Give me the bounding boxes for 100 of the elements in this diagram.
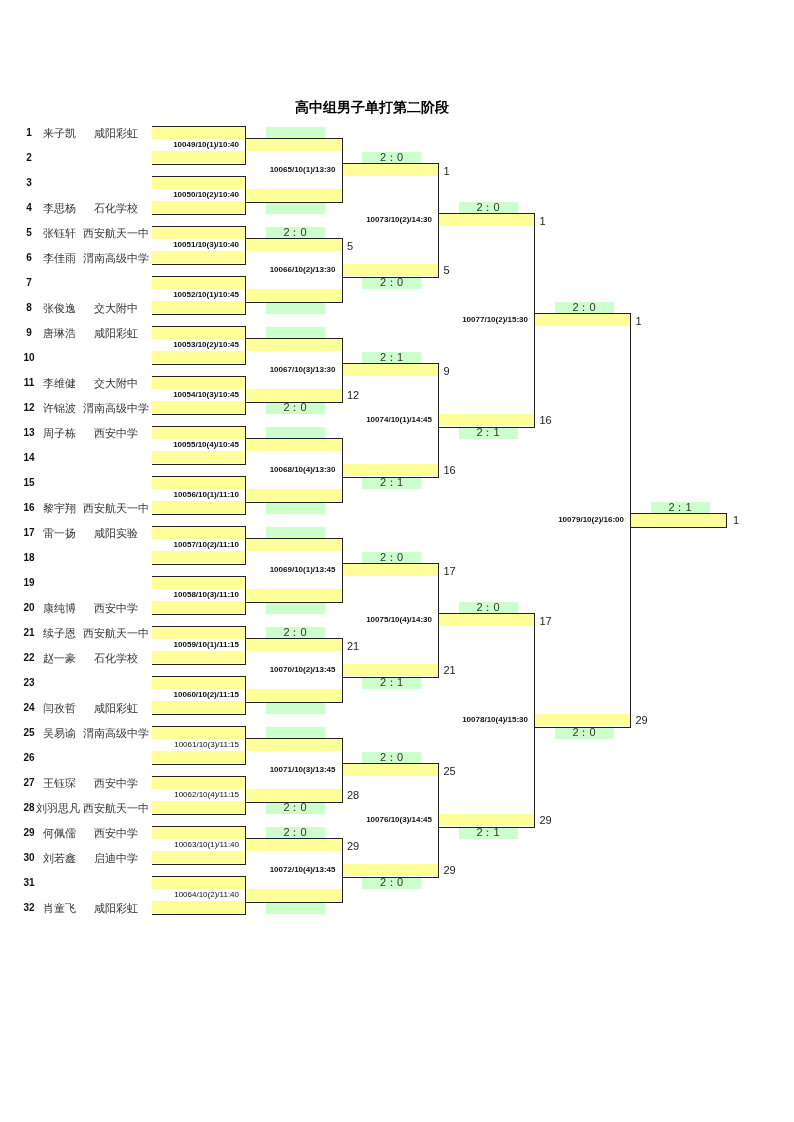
match-bracket — [342, 563, 439, 678]
match-code: 10074/10(1)/14:45 — [366, 416, 432, 425]
seed-number: 12 — [23, 402, 35, 413]
slot-bar — [439, 413, 534, 426]
slot-bar — [152, 451, 245, 463]
match-code: 10058/10(3)/11:10 — [173, 591, 239, 600]
slot-bar — [246, 288, 341, 301]
slot-bar — [152, 651, 245, 663]
match-code: 10049/10(1)/10:40 — [173, 141, 239, 150]
slot-bar — [342, 164, 438, 176]
school-name: 咸阳彩虹 — [93, 902, 138, 914]
match-code: 10053/10(2)/10:45 — [173, 341, 239, 350]
slot-bar — [152, 301, 245, 313]
score-box: 2：0 — [362, 752, 421, 764]
match-bracket — [152, 475, 246, 515]
slot-bar — [342, 863, 438, 876]
match-code: 10059/10(1)/11:15 — [173, 641, 239, 650]
match-bracket — [342, 163, 439, 278]
school-name: 西安中学 — [93, 827, 138, 839]
slot-bar — [246, 388, 341, 401]
slot-bar — [246, 539, 341, 551]
seed-number: 21 — [23, 627, 35, 638]
match-bracket — [152, 275, 246, 315]
player-name: 刘若鑫 — [43, 852, 76, 864]
slot-bar — [152, 201, 245, 213]
match-bracket — [152, 175, 246, 215]
winner-number: 1 — [733, 514, 740, 526]
match-bracket — [246, 638, 343, 703]
player-name: 王钰琛 — [43, 777, 76, 789]
score-box: 2：0 — [362, 552, 421, 564]
match-code: 10060/10(2)/11:15 — [173, 691, 239, 700]
slot-bar — [152, 826, 245, 839]
school-name: 西安中学 — [93, 427, 138, 439]
score-box — [265, 527, 325, 539]
score-box — [265, 727, 325, 739]
match-code: 10057/10(2)/11:10 — [173, 541, 239, 550]
winner-number: 1 — [635, 315, 642, 326]
score-box: 2：0 — [265, 802, 325, 814]
score-box — [265, 602, 325, 614]
winner-number: 29 — [539, 814, 552, 826]
seed-number: 20 — [23, 602, 35, 613]
seed-number: 3 — [26, 177, 32, 188]
title: 高中组男子单打第二阶段 — [295, 100, 449, 114]
seed-number: 24 — [23, 702, 35, 713]
match-bracket — [152, 575, 246, 615]
seed-number: 13 — [23, 427, 35, 438]
score-box: 2：1 — [458, 827, 518, 839]
slot-bar — [246, 439, 341, 451]
match-bracket — [152, 625, 246, 665]
match-bracket — [152, 425, 246, 465]
slot-bar — [152, 676, 245, 689]
match-code: 10078/10(4)/15:30 — [462, 716, 528, 725]
school-name: 西安航天一中 — [82, 227, 149, 239]
seed-number: 4 — [26, 202, 32, 213]
player-name: 闫孜哲 — [43, 702, 76, 714]
slot-bar — [152, 576, 245, 589]
school-name: 西安中学 — [93, 602, 138, 614]
seed-number: 26 — [23, 752, 35, 763]
school-name: 石化学校 — [93, 652, 138, 664]
match-bracket — [246, 338, 343, 403]
winner-number: 16 — [539, 414, 552, 426]
match-code: 10071/10(3)/13:45 — [269, 766, 336, 775]
slot-bar — [342, 463, 438, 476]
player-name: 许锦波 — [43, 402, 76, 414]
match-code: 10064/10(2)/11:40 — [174, 891, 239, 900]
seed-number: 25 — [23, 727, 35, 738]
slot-bar — [152, 751, 245, 763]
player-name: 何佩儒 — [43, 827, 76, 839]
match-bracket — [152, 775, 246, 815]
seed-number: 14 — [23, 452, 35, 463]
match-code: 10073/10(2)/14:30 — [366, 216, 432, 225]
seed-number: 27 — [23, 777, 35, 788]
winner-number: 29 — [635, 714, 648, 726]
seed-number: 7 — [26, 277, 32, 288]
match-bracket — [439, 213, 535, 428]
match-code: 10050/10(2)/10:40 — [173, 191, 239, 200]
slot-bar — [629, 513, 727, 528]
winner-number: 21 — [443, 664, 456, 676]
slot-bar — [342, 764, 438, 776]
score-box — [265, 202, 325, 214]
school-name: 石化学校 — [93, 202, 138, 214]
match-code: 10076/10(3)/14:45 — [366, 816, 432, 825]
winner-number: 12 — [347, 389, 360, 401]
seed-number: 2 — [26, 152, 32, 163]
match-bracket — [342, 763, 439, 878]
school-name: 交大附中 — [93, 377, 138, 389]
slot-bar — [152, 351, 245, 363]
score-box: 2：0 — [554, 727, 614, 739]
score-box: 2：0 — [265, 827, 325, 839]
seed-number: 18 — [23, 552, 35, 563]
slot-bar — [246, 639, 341, 651]
match-bracket — [246, 238, 343, 303]
match-bracket — [246, 138, 343, 203]
match-code: 10054/10(3)/10:45 — [173, 391, 239, 400]
slot-bar — [152, 551, 245, 563]
match-code: 10068/10(4)/13:30 — [269, 466, 336, 475]
player-name: 吴易谕 — [43, 727, 76, 739]
player-name: 肖童飞 — [43, 902, 76, 914]
seed-number: 16 — [23, 502, 35, 513]
score-box: 2：0 — [458, 202, 518, 214]
